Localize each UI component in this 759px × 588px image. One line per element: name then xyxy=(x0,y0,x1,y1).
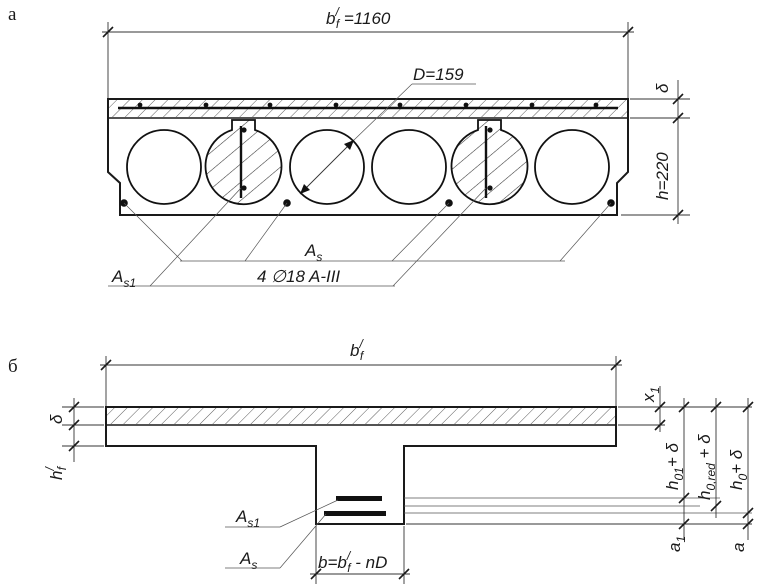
section-a: а b/f =1160 xyxy=(8,4,690,290)
h0red-dimension: h0,red + δ xyxy=(695,398,722,518)
as1-label-a: As1 xyxy=(111,267,136,290)
left-dimensions-b: δ h/f xyxy=(43,398,104,480)
as1-label-b: As1 xyxy=(235,507,260,530)
section-b: б b/f δ h/f xyxy=(8,337,754,584)
x1-label: x1 xyxy=(639,387,662,403)
right-extension-lines-b xyxy=(404,406,752,525)
bottom-bars xyxy=(120,199,615,207)
delta-label-b: δ xyxy=(47,414,66,424)
as-label-b: As xyxy=(239,549,257,572)
a1-label: a1 xyxy=(665,536,688,552)
leader-lines-b xyxy=(225,499,339,569)
hf-label: h/f xyxy=(43,465,69,480)
h01-dimension: h01+ δ a1 xyxy=(663,398,690,552)
as-label-a: As xyxy=(304,241,322,264)
height-dimension-a: δ h=220 xyxy=(621,80,690,224)
as1-bar xyxy=(336,496,382,501)
compression-zone-hatch xyxy=(107,408,615,424)
as-bar xyxy=(324,511,386,516)
filled-core-left xyxy=(204,119,283,206)
width-label-b: b/f xyxy=(350,337,365,363)
void-1 xyxy=(126,129,202,205)
panel-letter-a: а xyxy=(8,4,17,25)
width-dimension-b: b/f xyxy=(100,337,622,406)
web-width-dimension: b=b/f - nD xyxy=(310,526,410,584)
rebar-label: 4 ∅18 A-III xyxy=(257,267,340,286)
void-4 xyxy=(371,129,447,205)
filled-core-right xyxy=(450,119,529,206)
a-label: a xyxy=(729,543,748,552)
panel-letter-b: б xyxy=(8,356,18,377)
width-label-a: b/f =1160 xyxy=(326,5,391,31)
void-6 xyxy=(534,129,610,205)
h0-label: h0+ δ xyxy=(727,449,750,490)
slab-outline xyxy=(107,98,629,216)
height-label-a: h=220 xyxy=(653,152,672,200)
leader-lines-a xyxy=(108,187,612,287)
h0red-label: h0,red + δ xyxy=(695,434,718,500)
diameter-dimension: D=159 xyxy=(299,65,476,195)
width-dimension-a: b/f =1160 xyxy=(102,5,634,98)
h01-label: h01+ δ xyxy=(663,443,686,490)
t-section-outline xyxy=(105,406,617,525)
h0-dimension: h0+ δ a xyxy=(727,398,754,552)
x1-dimension: x1 xyxy=(639,386,666,432)
web-width-label: b=b/f - nD xyxy=(318,549,387,575)
top-mesh-dots xyxy=(137,102,599,108)
diameter-label: D=159 xyxy=(413,65,464,84)
delta-label-a: δ xyxy=(653,83,672,93)
